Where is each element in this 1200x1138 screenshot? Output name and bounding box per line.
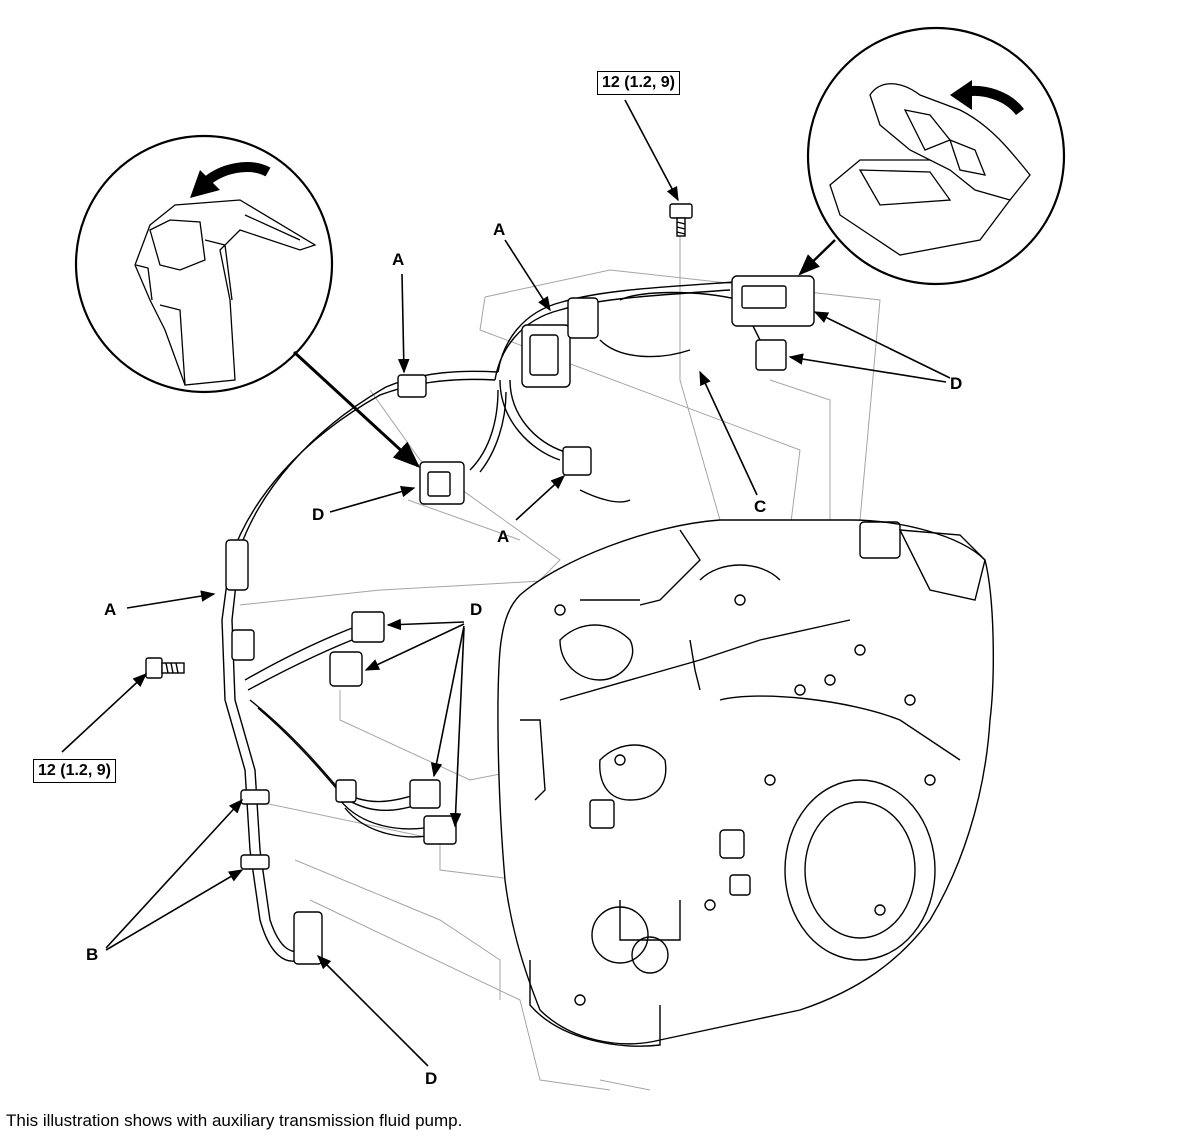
- bolt-icon-left: [145, 657, 185, 679]
- construction-lines: [239, 230, 881, 1091]
- bolt-icon: [669, 203, 693, 237]
- label-b: B: [86, 945, 99, 964]
- figure-caption: This illustration shows with auxiliary t…: [6, 1111, 463, 1130]
- transmission-assembly-icon: [497, 519, 994, 1047]
- detail-circle-right: [806, 26, 1066, 286]
- curved-arrow-icon: [190, 162, 271, 198]
- leader-arrows: [61, 99, 951, 1067]
- label-a-middle: A: [497, 527, 510, 546]
- label-a-top-center: A: [493, 220, 506, 239]
- harness-connectors: [225, 275, 815, 965]
- detail-circle-left: [74, 134, 334, 394]
- label-d-center: D: [470, 600, 483, 619]
- torque-spec-top: 12 (1.2, 9): [597, 71, 680, 95]
- label-d-left-connector: D: [312, 505, 325, 524]
- label-a-top-left: A: [392, 250, 405, 269]
- torque-spec-left: 12 (1.2, 9): [33, 759, 116, 783]
- curved-arrow-icon-right: [950, 80, 1024, 116]
- label-d-bottom: D: [425, 1069, 438, 1088]
- label-c: C: [754, 497, 767, 516]
- label-d-right: D: [950, 374, 963, 393]
- label-a-left: A: [104, 600, 117, 619]
